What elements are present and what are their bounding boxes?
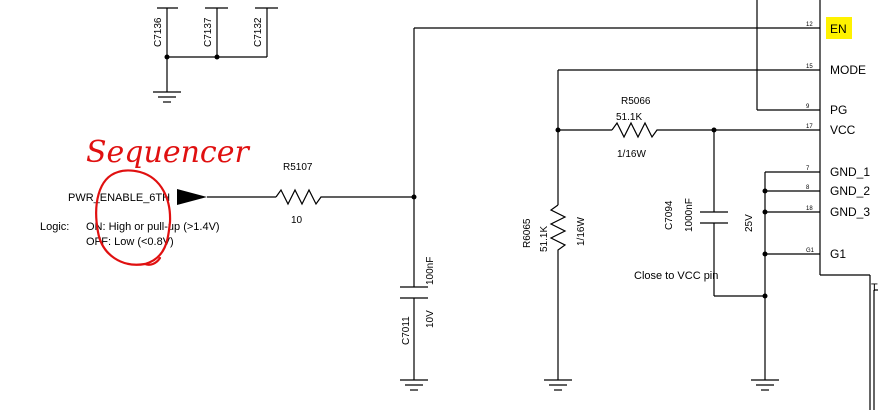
- ic-partial-label: T: [871, 282, 878, 294]
- resistor-ref: R6065: [522, 218, 533, 248]
- capacitor-ref: C7011: [401, 316, 412, 345]
- capacitor-ref-c7137: C7137: [203, 17, 214, 47]
- capacitor-c7011: 100nF 10V C7011: [400, 257, 436, 391]
- annotation-text: Sequencer: [86, 135, 250, 170]
- pin-name-pg: PG: [830, 103, 847, 117]
- resistor-value: 51.1K: [539, 226, 550, 252]
- ground-bus: [751, 171, 820, 391]
- resistor-value: 51.1K: [616, 112, 642, 123]
- pin-number-g1: G1: [806, 248, 815, 254]
- capacitor-ref-c7136: C7136: [153, 17, 164, 47]
- pin-number-mode: 15: [806, 64, 813, 70]
- capacitor-bank: C7136 C7137 C7132: [153, 7, 278, 103]
- pin-number-en: 12: [806, 22, 813, 28]
- pin-number-gnd2: 8: [806, 185, 810, 191]
- logic-on-text: ON: High or pull-up (>1.4V): [86, 221, 220, 233]
- handwritten-annotation: Sequencer: [86, 135, 250, 266]
- ground-symbol: [544, 379, 572, 391]
- pin-number-vcc: 17: [806, 124, 813, 130]
- resistor-r5066: R5066 51.1K 1/16W: [611, 96, 662, 160]
- resistor-ref: R5107: [283, 162, 313, 173]
- pin-number-gnd1: 7: [806, 166, 810, 172]
- capacitor-ref: C7094: [664, 200, 675, 230]
- pin-name-en: EN: [830, 22, 847, 36]
- pin-name-gnd3: GND_3: [830, 205, 870, 219]
- capacitor-ref-c7132: C7132: [253, 17, 264, 47]
- resistor-value: 10: [291, 215, 303, 226]
- pin-number-gnd3: 18: [806, 206, 813, 212]
- resistor-power: 1/16W: [617, 149, 646, 160]
- capacitor-voltage: 10V: [425, 310, 436, 328]
- capacitor-voltage: 25V: [744, 214, 755, 232]
- pin-name-gnd1: GND_1: [830, 165, 870, 179]
- ground-symbol: [400, 379, 428, 391]
- logic-note: Logic: ON: High or pull-up (>1.4V) OFF: …: [40, 221, 220, 248]
- pg-net: [756, 0, 820, 111]
- capacitor-c7094: C7094 1000nF 25V Close to VCC pin: [634, 130, 768, 299]
- ic-body: T: [819, 0, 878, 410]
- resistor-r5107: R5107 10: [275, 162, 326, 226]
- net-flag-arrow: [177, 189, 207, 205]
- capacitor-placement-note: Close to VCC pin: [634, 270, 718, 282]
- pin-name-g1: G1: [830, 247, 846, 261]
- ground-symbol: [751, 379, 779, 391]
- en-highlight: [826, 17, 852, 39]
- resistor-ref: R5066: [621, 96, 651, 107]
- logic-title: Logic:: [40, 221, 69, 233]
- resistor-power: 1/16W: [576, 217, 587, 246]
- ic-pins: 12 EN 15 MODE 9 PG 17 VCC 7 GND_1 8 GND_…: [806, 22, 870, 261]
- enable-net: PWR_ENABLE_6TH: [68, 27, 820, 287]
- pin-name-gnd2: GND_2: [830, 184, 870, 198]
- ground-symbol: [153, 91, 181, 103]
- resistor-r6065: R6065 51.1K 1/16W: [522, 204, 587, 391]
- net-label-pwr-enable: PWR_ENABLE_6TH: [68, 192, 170, 204]
- pin-name-mode: MODE: [830, 63, 866, 77]
- logic-off-text: OFF: Low (<0.8V): [86, 236, 174, 248]
- pin-name-vcc: VCC: [830, 123, 856, 137]
- mode-net: [555, 69, 820, 205]
- capacitor-value: 1000nF: [684, 198, 695, 232]
- pin-number-pg: 9: [806, 104, 810, 110]
- capacitor-value: 100nF: [425, 257, 436, 285]
